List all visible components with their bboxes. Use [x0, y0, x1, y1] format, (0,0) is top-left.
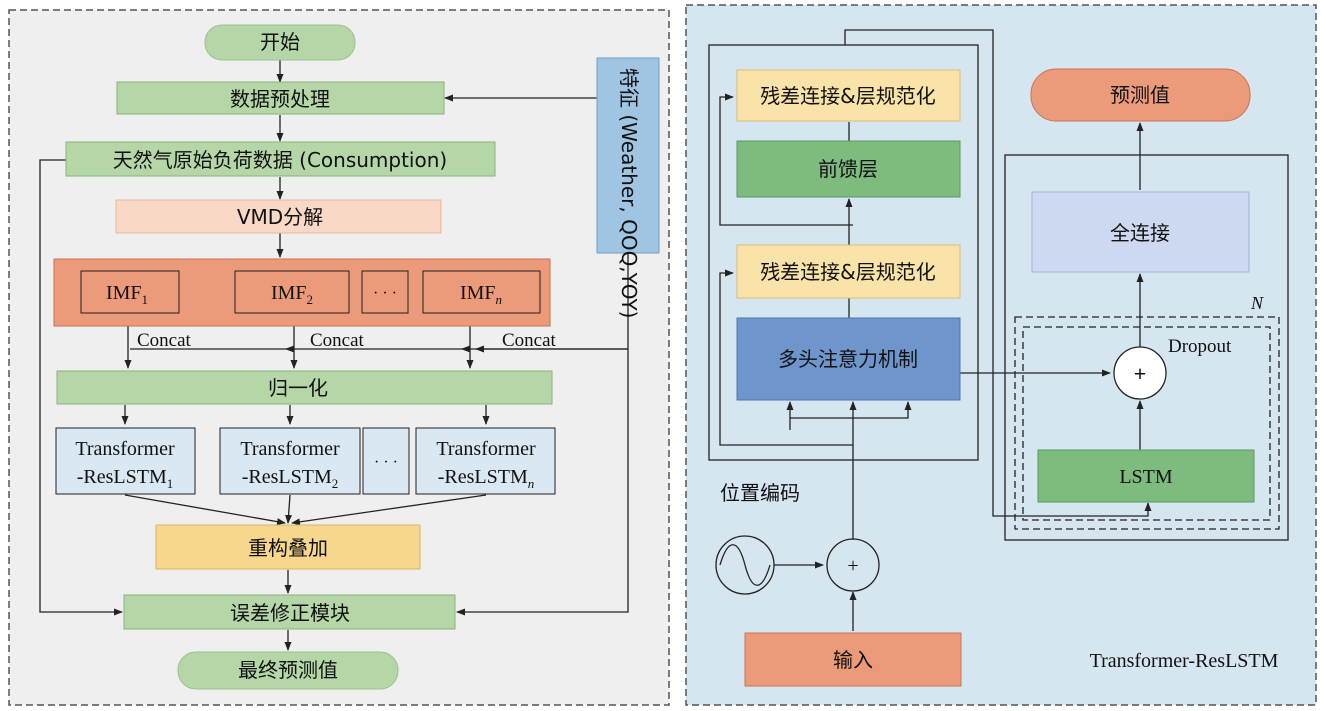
- preprocess-box: [116, 81, 445, 115]
- vmd-label: VMD分解: [237, 205, 323, 229]
- feature-label: 特征 (Weather, QOQ,YOY): [617, 68, 641, 318]
- lstm-box: [1037, 449, 1255, 503]
- reconstruct-label: 重构叠加: [248, 536, 328, 560]
- mha-box: [736, 317, 961, 401]
- dropout-label: Dropout: [1168, 336, 1232, 357]
- model-1-line1: Transformer: [75, 438, 175, 460]
- n-label: N: [1250, 293, 1264, 313]
- residual-add-symbol: +: [1134, 361, 1147, 386]
- sine-wave-icon: [715, 535, 775, 595]
- error-correction-box: [123, 594, 456, 630]
- model-box-n: [415, 427, 556, 495]
- add-norm-top-box: [736, 69, 961, 122]
- left-connectors: [39, 60, 629, 651]
- input-label: 输入: [833, 648, 873, 672]
- add-norm-bottom-box: [736, 244, 961, 299]
- imf-ellipsis: · · ·: [373, 285, 397, 302]
- pos-add-node: [826, 538, 880, 592]
- ffn-box: [736, 140, 961, 198]
- ffn-label: 前馈层: [818, 157, 878, 181]
- normalize-label: 归一化: [268, 376, 328, 400]
- left-panel: [8, 9, 670, 706]
- final-node: [177, 651, 399, 690]
- model-1-line2: -ResLSTM1: [77, 466, 174, 491]
- lstm-label: LSTM: [1119, 466, 1173, 488]
- fc-box: [1031, 191, 1250, 273]
- residual-add-node: [1113, 346, 1167, 400]
- imf-label-2: IMF2: [271, 282, 313, 307]
- raw-data-box: [65, 141, 496, 177]
- start-label: 开始: [260, 30, 300, 54]
- raw-data-label: 天然气原始负荷数据 (Consumption): [113, 148, 447, 172]
- model-ellipsis: · · ·: [374, 454, 398, 471]
- imf-label-1: IMF1: [106, 282, 148, 307]
- concat-label-2: Concat: [310, 330, 365, 351]
- preprocess-label: 数据预处理: [230, 87, 330, 111]
- reconstruct-box: [155, 524, 421, 570]
- imf-box-n: [422, 270, 541, 314]
- imf-ellipsis-box: [361, 270, 409, 314]
- caption-label: Transformer-ResLSTM: [1090, 650, 1279, 672]
- final-label: 最终预测值: [238, 658, 338, 682]
- model-ellipsis-box: [362, 427, 410, 495]
- concat-label-3: Concat: [502, 330, 557, 351]
- prediction-label: 预测值: [1110, 83, 1170, 107]
- model-box-2: [219, 427, 361, 495]
- mha-label: 多头注意力机制: [778, 347, 918, 371]
- concat-label-1: Concat: [137, 330, 192, 351]
- sine-wave-path: [719, 544, 771, 586]
- pos-encoding-label: 位置编码: [720, 481, 800, 505]
- model-box-1: [55, 427, 196, 495]
- imf-box-2: [234, 270, 350, 314]
- model-n-line1: Transformer: [436, 438, 536, 460]
- imf-label-n: IMFn: [460, 282, 502, 307]
- pos-add-symbol: +: [847, 555, 858, 577]
- input-box: [744, 632, 962, 687]
- model-n-line2: -ResLSTMn: [438, 466, 535, 491]
- dropout-frame: [1022, 326, 1271, 521]
- prediction-node: [1030, 68, 1251, 122]
- feature-box: [596, 57, 660, 254]
- vmd-box: [115, 199, 442, 234]
- add-norm-bottom-label: 残差连接&层规范化: [760, 260, 936, 284]
- error-correction-label: 误差修正模块: [230, 601, 350, 625]
- imf-box-1: [80, 270, 180, 314]
- start-node: [204, 24, 356, 61]
- model-2-line1: Transformer: [240, 438, 340, 460]
- normalize-box: [56, 370, 553, 405]
- fc-label: 全连接: [1110, 221, 1170, 245]
- model-2-line2: -ResLSTM2: [242, 466, 339, 491]
- right-connectors: [708, 29, 1289, 631]
- n-repeat-frame: [1014, 316, 1280, 530]
- add-norm-top-label: 残差连接&层规范化: [760, 84, 936, 108]
